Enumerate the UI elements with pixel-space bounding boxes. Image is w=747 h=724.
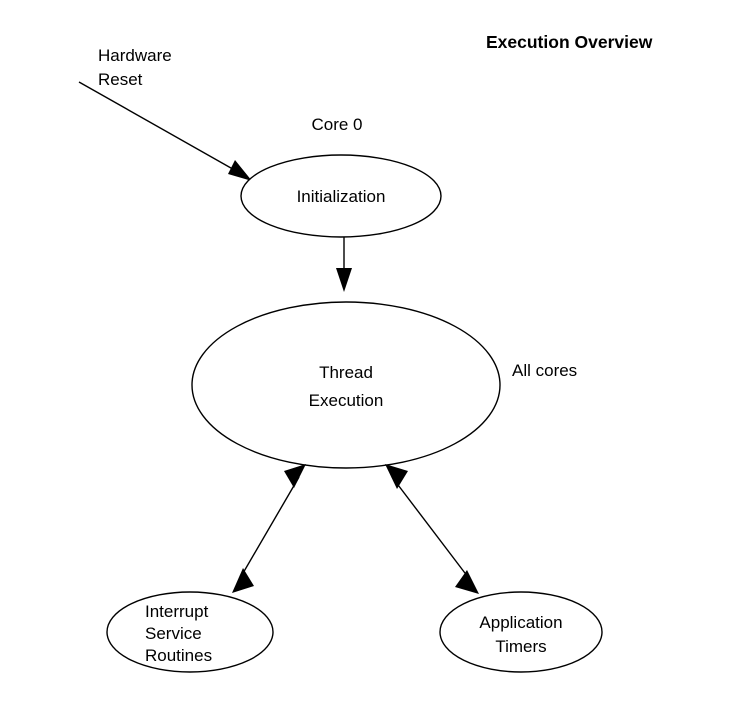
hardware-reset-label-line2: Reset (98, 70, 143, 89)
node-interrupt-service-routines-shape[interactable] (106, 591, 274, 673)
node-thread-execution-label-line2: Execution (309, 391, 384, 410)
edge-thread-execution-to-timers-arrowhead-up (385, 464, 408, 489)
node-interrupt-service-routines[interactable]: Interrupt Service Routines (106, 591, 274, 673)
edge-thread-execution-to-isr-arrowhead-down (232, 568, 254, 593)
edge-initialization-to-thread-execution (336, 237, 352, 292)
node-initialization-label: Initialization (297, 187, 386, 206)
node-interrupt-service-routines-label-line2: Service (145, 624, 202, 643)
node-application-timers-shape[interactable] (439, 591, 603, 673)
edge-reset-to-initialization-line (78, 81, 239, 173)
edge-thread-execution-to-timers (385, 464, 479, 594)
node-application-timers[interactable]: Application Timers (439, 591, 603, 673)
core0-annotation: Core 0 (311, 115, 362, 134)
edge-thread-execution-to-timers-arrowhead-down (455, 570, 479, 594)
node-application-timers-label-line2: Timers (495, 637, 546, 656)
node-initialization-shape[interactable] (240, 154, 442, 238)
edge-thread-execution-to-timers-line (391, 476, 472, 582)
node-interrupt-service-routines-label-line3: Routines (145, 646, 212, 665)
node-thread-execution-label-line1: Thread (319, 363, 373, 382)
edge-reset-to-initialization (78, 81, 252, 181)
node-application-timers-label-line1: Application (479, 613, 562, 632)
edge-reset-to-initialization-arrowhead (228, 160, 252, 181)
node-initialization[interactable]: Initialization (240, 154, 442, 238)
node-thread-execution[interactable]: Thread Execution (191, 301, 501, 469)
figure-title: Execution Overview (486, 32, 653, 52)
edge-thread-execution-to-isr-line (238, 476, 300, 581)
all-cores-annotation: All cores (512, 361, 577, 380)
edge-thread-execution-to-isr (232, 464, 306, 593)
hardware-reset-label-line1: Hardware (98, 46, 172, 65)
node-thread-execution-shape[interactable] (191, 301, 501, 469)
edge-thread-execution-to-isr-arrowhead-up (284, 464, 306, 488)
edge-initialization-to-thread-execution-arrowhead (336, 268, 352, 292)
node-interrupt-service-routines-label-line1: Interrupt (145, 602, 209, 621)
